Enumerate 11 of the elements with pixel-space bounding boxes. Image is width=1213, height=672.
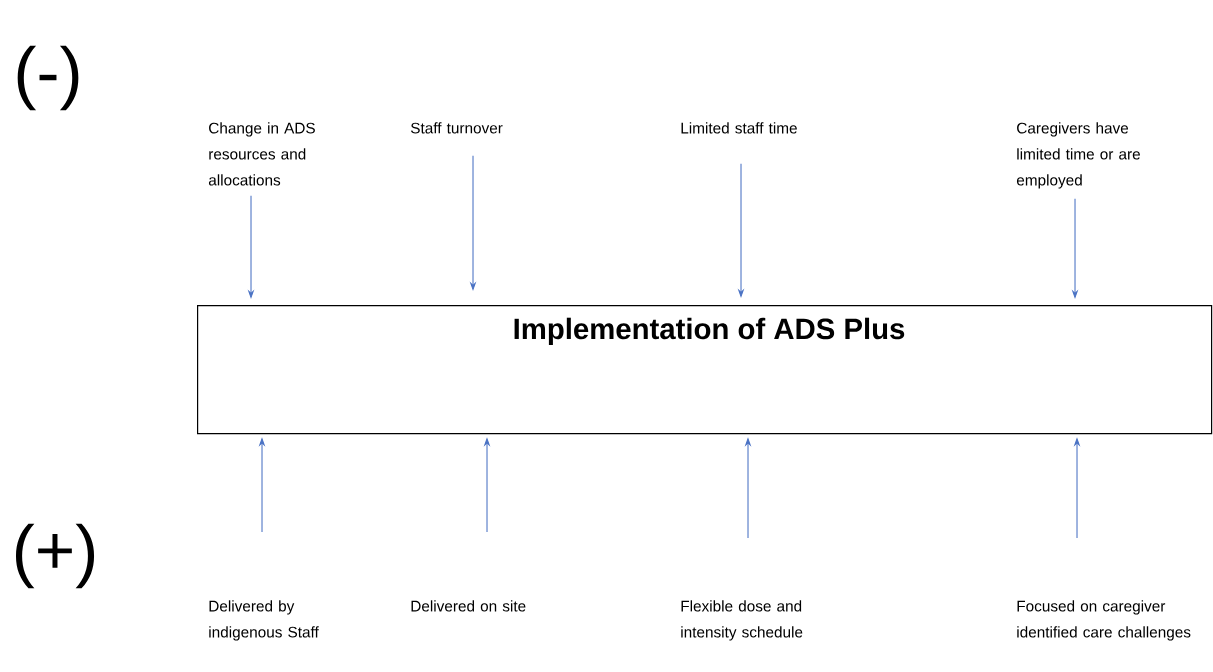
- factor-text: Limited staff time: [681, 122, 797, 134]
- factor-text: Change in ADS resources and allocations: [208, 122, 315, 186]
- factor-text: Delivered on site: [411, 600, 526, 612]
- factor-text: Caregivers have limited time or are employed: [1016, 122, 1140, 189]
- sign-label: (+): [16, 523, 95, 589]
- factor-text: Delivered by indigenous Staff: [209, 600, 319, 641]
- process-box: Implementation of ADS Plus: [197, 305, 1213, 435]
- factor-text: Staff turnover: [410, 122, 503, 134]
- factor-text: Focused on caregiver identified care challenges: [1017, 600, 1191, 641]
- factor-text: Flexible dose and intensity schedule: [681, 600, 803, 641]
- sign-label: (-): [17, 45, 79, 111]
